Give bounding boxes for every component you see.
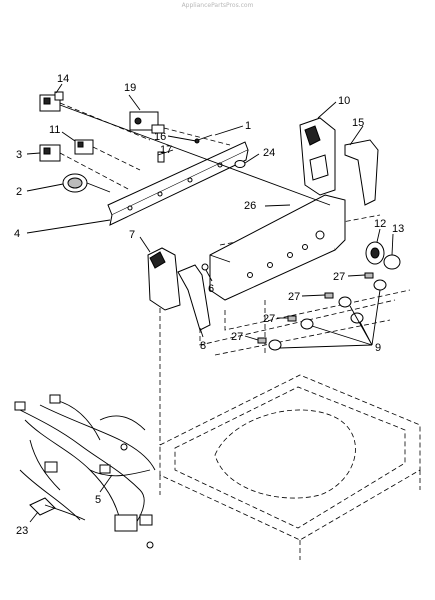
- callout-9: 9: [375, 342, 381, 354]
- callout-15: 15: [352, 117, 364, 129]
- knob-9-a: [373, 279, 387, 291]
- control-housing: [299, 117, 336, 196]
- grommet-24: [234, 160, 246, 168]
- callout-6: 6: [208, 283, 214, 295]
- callout-3: 3: [16, 149, 22, 161]
- callout-17: 17: [160, 144, 172, 156]
- switch-3: [39, 144, 61, 162]
- screw-16: [194, 134, 213, 144]
- callout-11: 11: [49, 124, 60, 136]
- callout-1: 1: [245, 120, 251, 132]
- callout-8: 8: [200, 340, 206, 352]
- spring-27-a: [364, 272, 374, 279]
- knob-12: [365, 241, 385, 265]
- side-panel: [147, 247, 181, 311]
- clip-6: [201, 263, 209, 271]
- switch-14: [39, 91, 64, 112]
- callout-labels: 14 19 11 3 1 10 16 17 24 15 2 26 4 7 12 …: [14, 73, 404, 537]
- callout-5: 5: [95, 494, 101, 506]
- callout-27-c: 27: [263, 313, 275, 325]
- spring-27-b: [324, 292, 334, 299]
- clip-17: [157, 151, 165, 163]
- leader-lines: [26, 83, 394, 523]
- wire-harness: [14, 394, 156, 549]
- switch-11: [74, 139, 94, 155]
- knob-9-d: [300, 318, 314, 330]
- washer-top-outline: [159, 374, 421, 560]
- connector-23: [29, 497, 86, 521]
- knob-9-b: [338, 296, 352, 308]
- callout-14: 14: [57, 73, 69, 85]
- callout-2: 2: [16, 186, 22, 198]
- knob-9-e: [268, 339, 282, 351]
- callout-12: 12: [374, 218, 386, 230]
- callout-16: 16: [154, 131, 166, 143]
- pressure-switch: [129, 111, 165, 134]
- callout-24: 24: [263, 147, 275, 159]
- callout-19: 19: [124, 82, 136, 94]
- callout-27-b: 27: [288, 291, 300, 303]
- callout-23: 23: [16, 525, 28, 537]
- spring-27-c: [287, 315, 297, 322]
- callout-7: 7: [129, 229, 135, 241]
- callout-27-d: 27: [231, 331, 243, 343]
- side-bracket: [177, 264, 211, 331]
- callout-4: 4: [14, 228, 20, 240]
- spring-27-d: [257, 337, 267, 344]
- timer: [62, 173, 111, 193]
- callout-13: 13: [392, 223, 404, 235]
- callout-10: 10: [338, 95, 350, 107]
- end-cap: [344, 139, 379, 206]
- knob-13: [383, 254, 401, 270]
- control-bracket: [107, 141, 249, 226]
- explode-lines-switches: [59, 102, 331, 206]
- callout-26: 26: [244, 200, 256, 212]
- callout-27-a: 27: [333, 271, 345, 283]
- console-panel: [209, 194, 346, 301]
- watermark: AppliancePartsPros.com: [181, 2, 254, 9]
